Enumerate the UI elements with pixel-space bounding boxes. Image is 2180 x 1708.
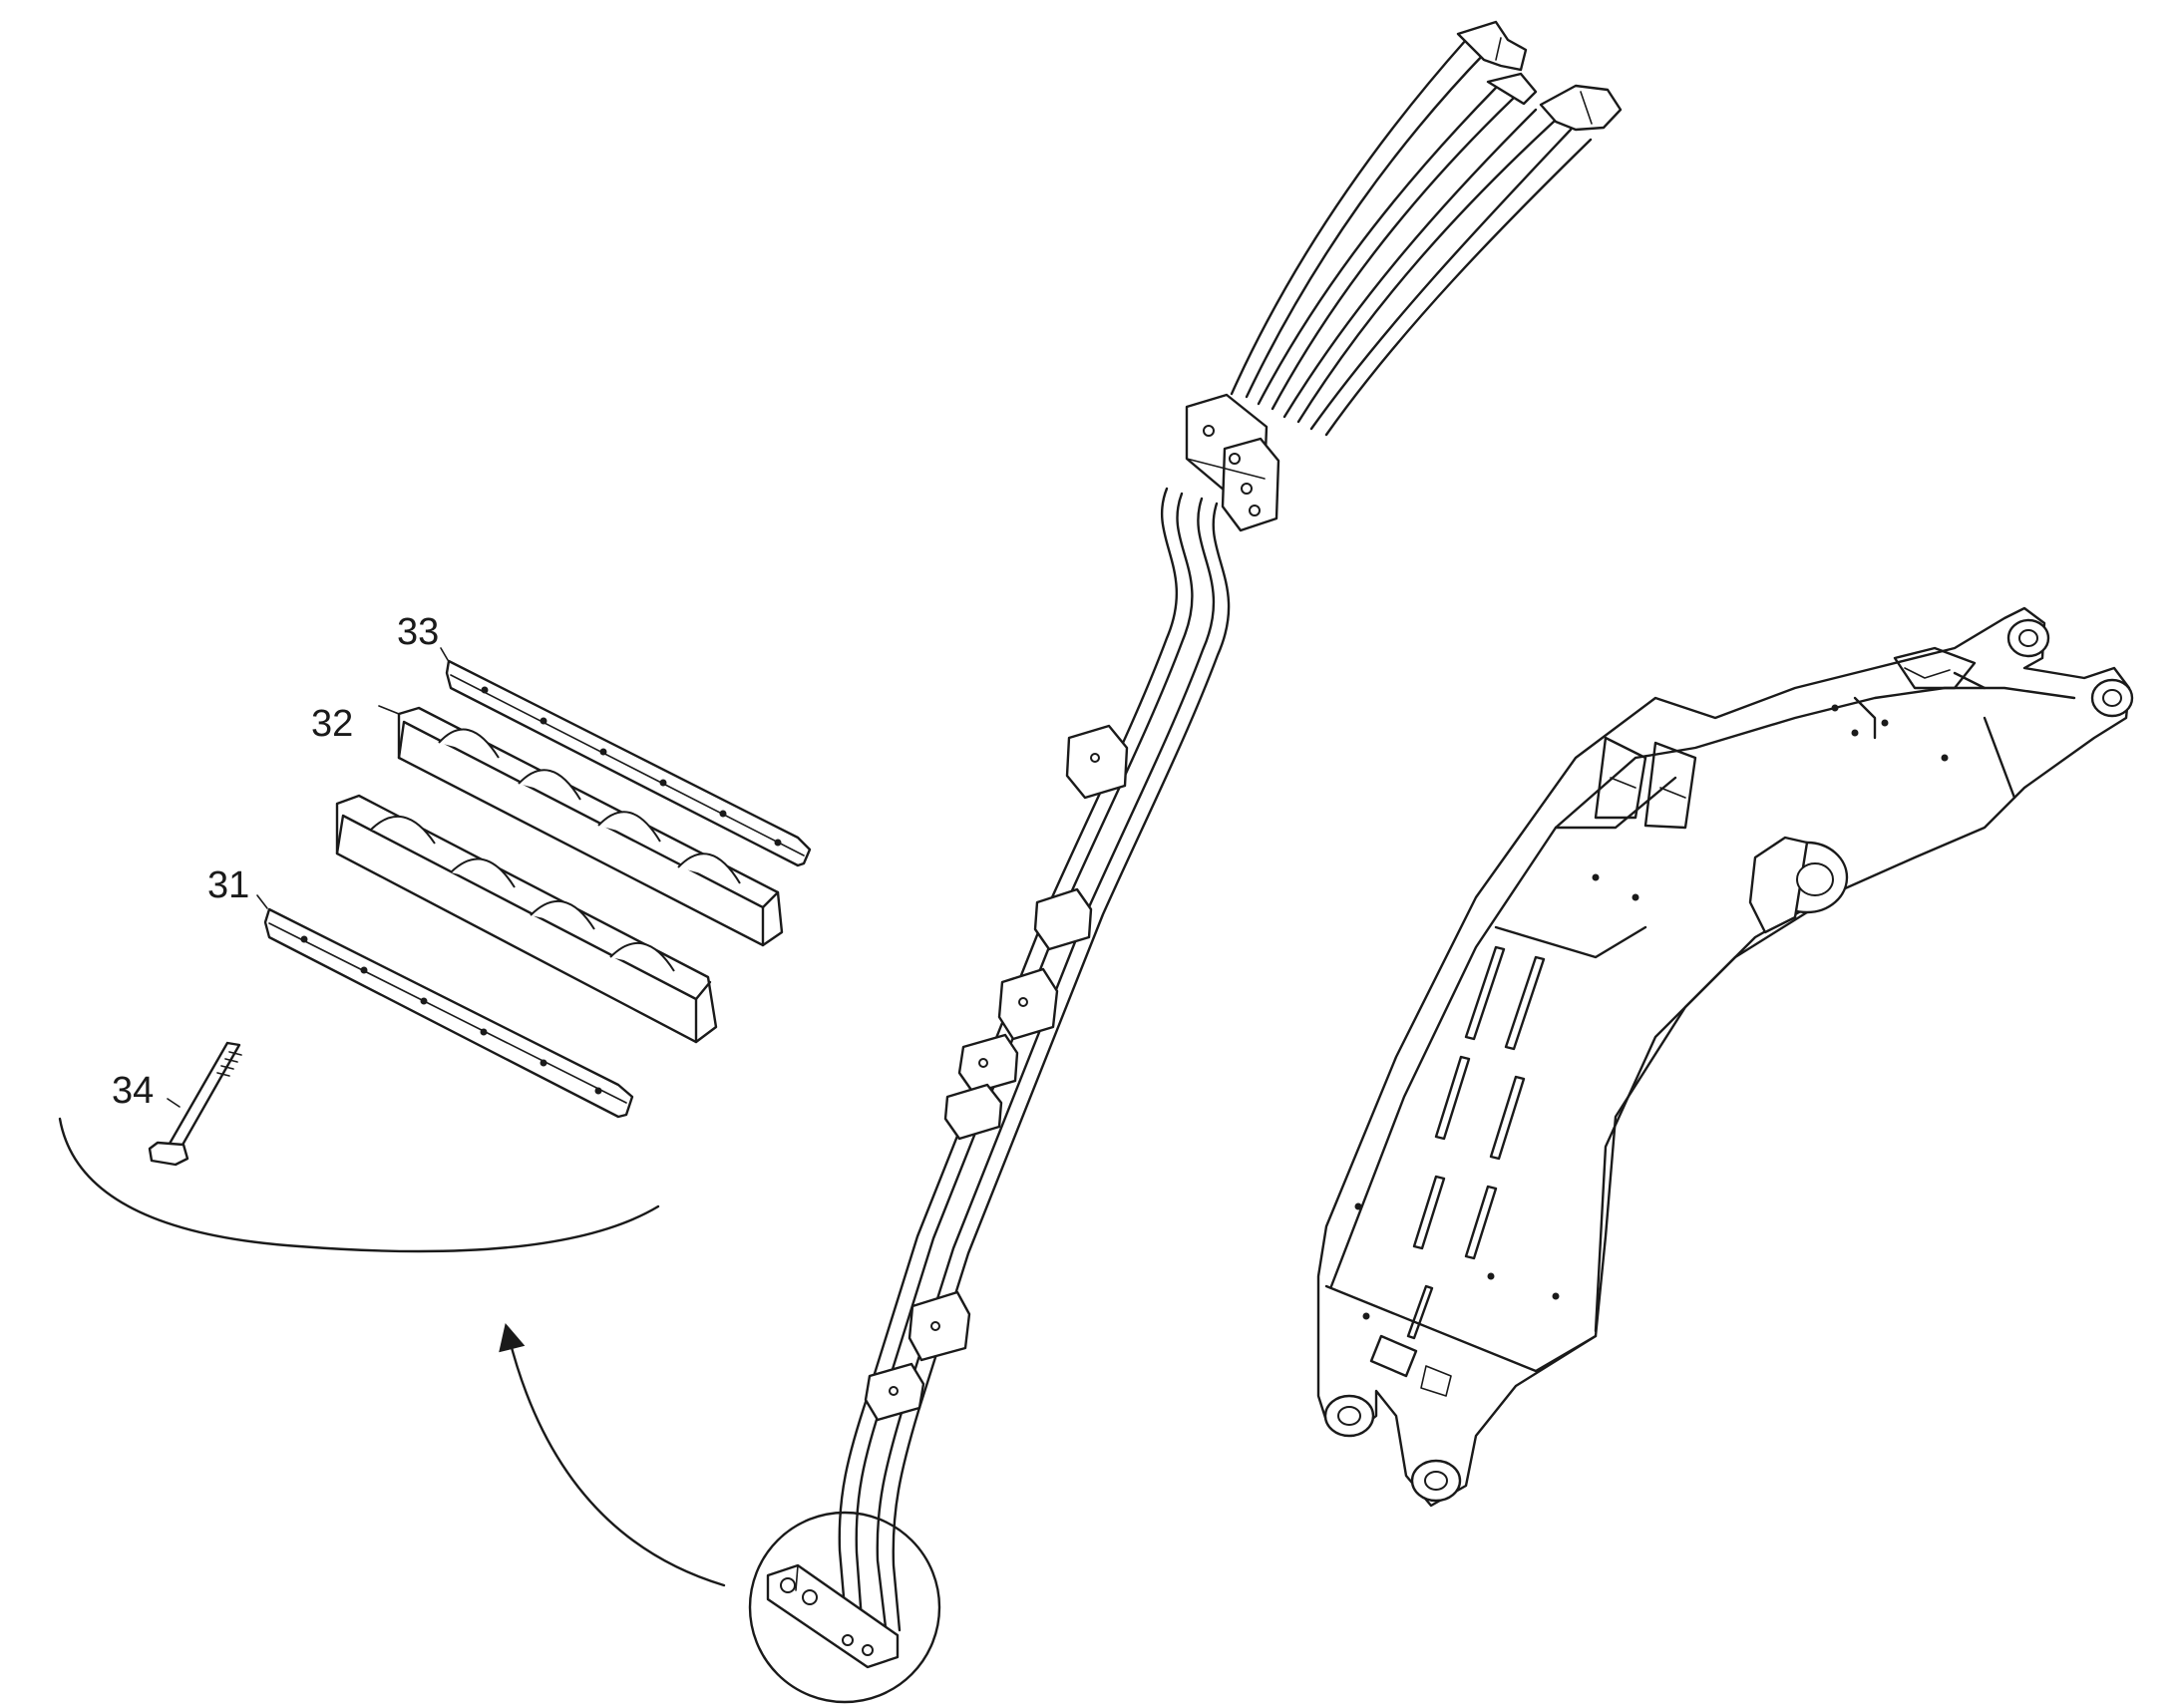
boom-foot-lugs (1323, 1334, 1462, 1503)
excavator-boom (1316, 606, 2134, 1508)
leader-31 (256, 894, 268, 909)
callout-32: 32 (311, 703, 353, 745)
detail-arrow (499, 1322, 726, 1587)
pipe-clamps (864, 724, 1129, 1422)
detail-boundary-curve (58, 1117, 660, 1253)
boom-top-lugs (1893, 618, 2134, 718)
callout-31: 31 (207, 864, 249, 906)
part-32-lower-clamp-block (335, 794, 718, 1044)
part-32-upper-clamp-block (397, 706, 784, 947)
boom-pivot-boss (1748, 836, 1849, 934)
leader-32 (378, 705, 400, 715)
part-34-bolt (148, 1041, 242, 1167)
hose-end-fittings (1456, 20, 1623, 132)
exploded-clamp-assembly (148, 647, 812, 1167)
detail-circle (748, 1511, 941, 1704)
leader-34 (167, 1098, 181, 1108)
boom-fasteners (1354, 704, 1949, 1320)
callout-34: 34 (112, 1070, 154, 1112)
part-31-bottom-plate (263, 907, 634, 1119)
part-33-top-plate (445, 659, 812, 867)
callout-33: 33 (397, 611, 439, 653)
hose-pipe-assembly (748, 20, 1623, 1704)
coupling-block (1185, 393, 1280, 532)
boom-slot-details (1406, 945, 1546, 1340)
leader-33 (440, 647, 449, 661)
boom-gusset-detail (1594, 736, 1697, 830)
